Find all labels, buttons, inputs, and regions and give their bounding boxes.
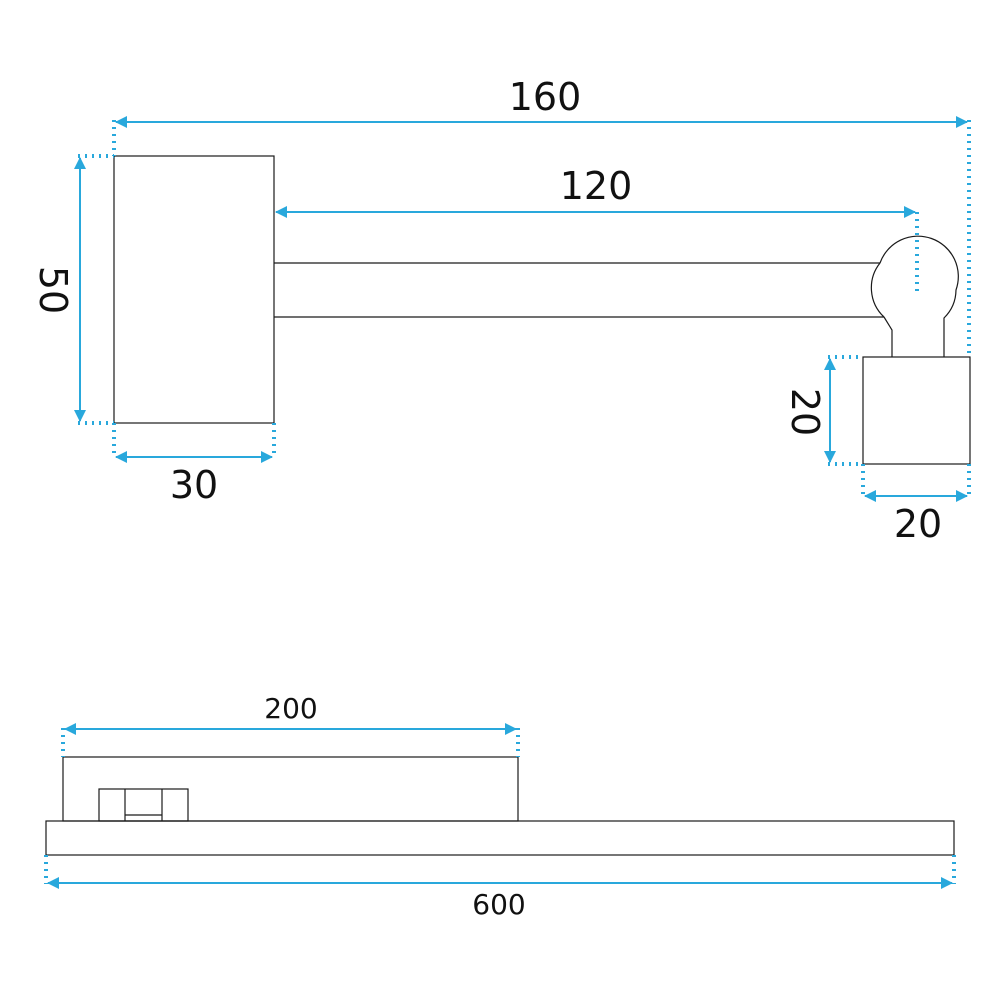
ball-joint-outline [870,235,959,357]
base-block-outline [113,155,275,424]
top-view: 160 120 50 30 20 20 [31,75,971,546]
end-block-height-label: 20 [783,388,827,436]
overall-length-label: 160 [509,75,582,119]
side-overall-label: 600 [472,888,525,921]
end-block-width-label: 20 [894,502,942,546]
base-height-label: 50 [31,266,75,314]
main-plate-outline [45,820,955,856]
hinge-outline [98,788,189,822]
side-view: 200 600 [44,692,956,921]
base-width-label: 30 [170,463,218,507]
end-block-outline [862,356,971,465]
upper-length-label: 200 [264,692,317,725]
arm-length-label: 120 [560,164,633,208]
